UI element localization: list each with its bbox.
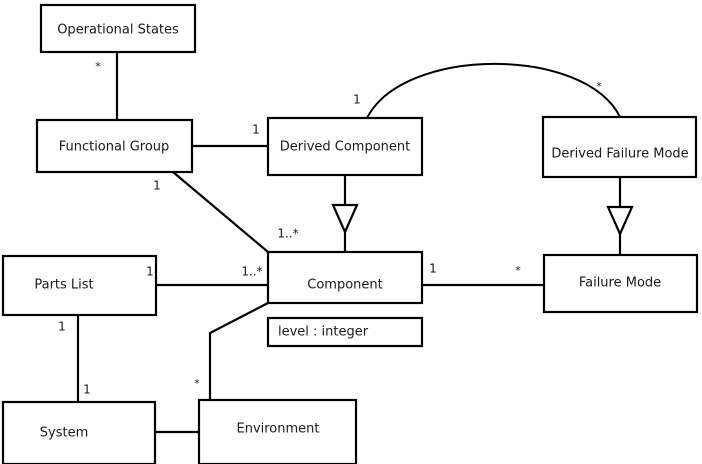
class-name-component: Component (307, 278, 382, 293)
multiplicity-derived-component-end: 1 (252, 123, 260, 137)
multiplicity-failure-mode-end: * (515, 264, 521, 277)
multiplicity-component-parts-list-end: 1..* (241, 265, 262, 279)
class-box-functional-group[interactable]: Functional Group (35, 118, 194, 174)
class-name-system: System (40, 426, 88, 441)
class-box-rect-operational-states[interactable] (39, 3, 197, 54)
generalization-triangle-icon-failure-mode (606, 205, 634, 237)
class-name-operational-states: Operational States (57, 23, 179, 38)
connector-layer (76, 52, 634, 434)
connector-functional-group-component[interactable] (172, 171, 269, 253)
class-box-rect-derived-component[interactable] (266, 116, 424, 177)
multiplicity-component-failure-mode-end: 1 (429, 262, 437, 276)
class-name-derived-failure-mode: Derived Failure Mode (551, 147, 688, 162)
multiplicity-operational-states-end: * (95, 60, 101, 73)
class-box-rect-failure-mode[interactable] (542, 253, 699, 314)
class-name-parts-list: Parts List (34, 278, 93, 293)
class-box-derived-component[interactable]: Derived Component (266, 116, 424, 177)
multiplicity-parts-list-system-end: 1 (58, 320, 66, 334)
class-box-parts-list[interactable]: Parts List (1, 254, 158, 317)
class-box-rect-derived-failure-mode[interactable] (541, 115, 698, 179)
class-box-rect-environment[interactable] (197, 398, 358, 464)
class-box-rect-parts-list[interactable] (1, 254, 158, 317)
class-box-rect-component[interactable] (266, 250, 424, 305)
class-name-derived-component: Derived Component (280, 140, 411, 155)
class-box-derived-failure-mode[interactable]: Derived Failure Mode (541, 115, 698, 179)
generalization-triangle-icon-component (331, 203, 359, 235)
class-box-rect-functional-group[interactable] (35, 118, 194, 174)
multiplicity-derived-failure-mode-curve-end: * (596, 80, 602, 93)
class-attribute-compartment-component[interactable] (266, 316, 424, 348)
class-attribute-component-level: level : integer (278, 325, 369, 340)
multiplicity-parts-list-end: 1 (146, 265, 154, 279)
class-box-system[interactable]: System (1, 400, 157, 464)
class-box-operational-states[interactable]: Operational States (39, 3, 197, 54)
class-box-failure-mode[interactable]: Failure Mode (542, 253, 699, 314)
multiplicity-functional-group-component-end: 1 (153, 179, 161, 193)
class-box-component[interactable]: Component level : integer (266, 250, 424, 348)
class-name-failure-mode: Failure Mode (579, 276, 661, 291)
multiplicity-system-parts-list-end: 1 (83, 383, 91, 397)
class-name-environment: Environment (236, 422, 319, 437)
class-name-functional-group: Functional Group (59, 140, 170, 155)
connector-environment-component[interactable] (208, 302, 269, 400)
multiplicity-environment-end: * (194, 377, 200, 390)
class-box-rect-system[interactable] (1, 400, 157, 464)
class-box-environment[interactable]: Environment (197, 398, 358, 464)
connector-derived-component-derived-failure-mode[interactable] (366, 63, 621, 119)
multiplicity-component-functional-group-end: 1..* (277, 227, 298, 241)
multiplicity-derived-component-curve-end: 1 (353, 93, 361, 107)
multiplicity-layer: * 1 1 1..* 1 * 1 1..* 1 * 1 1 * (58, 60, 602, 397)
